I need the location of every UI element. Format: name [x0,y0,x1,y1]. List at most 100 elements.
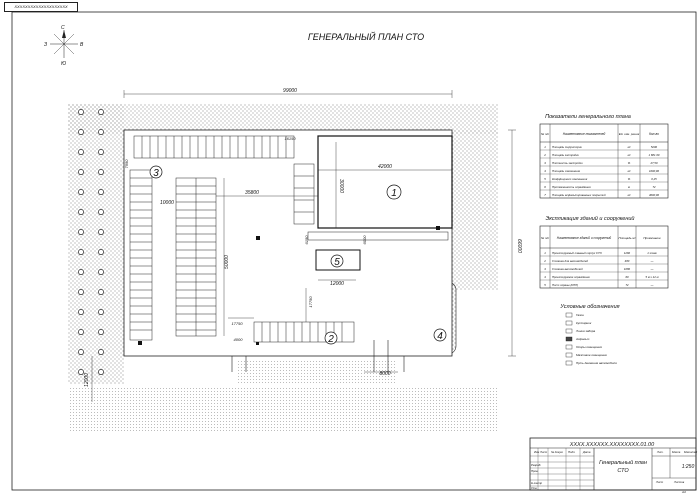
indicator-cell: 1 681 00 [649,153,660,157]
dim-lines [91,90,516,402]
dim-35800: 35800 [245,190,259,196]
legend-symbol [565,336,573,342]
parking-mid [293,163,315,225]
legend-item: Кустарник [576,321,592,325]
indicator-cell: 2 [543,153,546,157]
explication_table-headers-2-text: Площадь м² [619,236,637,240]
scale-value: 1:250 [682,464,695,470]
compass-w: З [44,42,47,48]
dim-12000b: 12000 [84,373,90,387]
parking-double [175,177,217,337]
green-strip-top [68,104,498,134]
indicator-cell: Протяженность ограждения [552,185,591,189]
indicator-cell: 5200 [651,145,658,149]
dim-42000: 42000 [378,164,392,170]
explication-cell: — [650,259,654,263]
explication_table-headers-1-text: Наименование зданий и сооружений [557,236,612,240]
explication-cell: 5 м х 12 м [645,275,658,279]
indicator-cell: 0,25 [651,177,657,181]
building-1 [317,135,453,229]
indicator-cell: Площадь территории [552,145,582,149]
title_block-roles-0-text: Разраб. [531,463,541,467]
doc-code: XXXX.XXXXXX.XXXXXXXX.01.00 [569,442,655,448]
indicator-cell: Площадь асфальтированных покрытий [552,193,606,197]
dim-17750-v: 17750 [308,296,313,308]
explication-cell: 480 [625,259,630,263]
parking-top [133,135,295,159]
indicator-cell: м [628,185,630,189]
legend-item: Асфальт [575,337,590,341]
legend-title: Условные обозначения [559,304,619,310]
explication-cell: 60 [625,275,629,279]
green-strip-right [452,130,498,290]
title_block-col_labels-4-text: Дата [582,450,591,454]
doc-name-2: СТО [617,468,629,474]
indicator-cell: 4 [544,169,546,173]
compass-s: Ю [61,61,66,67]
indicator-cell: м² [628,193,632,197]
legend-symbol [565,320,573,326]
indicators-title: Показатели генерального плана [545,114,631,120]
indicator-cell: 1000,00 [649,169,660,173]
indicators-table: Показатели генерального плана № п/п Наим… [539,114,669,199]
title_block-mass_label-text: Масса [672,450,681,454]
compass-rose: С З В Ю [44,25,84,67]
explication-cell: 4 [544,275,546,279]
indicators_table-headers-2-text: Ед. изм. рения [619,132,640,136]
indicator-cell: 72 [652,185,656,189]
dim-30000: 30000 [338,179,344,193]
legend-item: Опоры освещения [576,345,602,349]
explication-cell: — [650,267,654,271]
legend-item: Газон [576,313,584,317]
indicator-cell: 7 [544,193,546,197]
gate-row [307,231,449,241]
indicator-cell: м² [628,153,632,157]
green-strip-left [68,104,124,384]
explication-cell: 1080 [624,267,631,271]
title_block-roles-2-text: Н.контр [531,481,543,485]
indicators_table-headers-1-text: Наименование показателей [563,132,606,136]
legend-item: Путь движения автомобиля [576,361,617,365]
top-stamp: XXXXXXXXXXXXXXXXXXXX [4,2,78,12]
dim-10000: 10000 [160,200,174,206]
indicator-cell: Площадь озеленения [552,169,580,173]
zone-4-label: 4 [437,331,443,342]
legend-symbol [565,360,573,366]
legend-symbol [565,328,573,334]
title_block-roles-1-text: Пров. [531,469,539,473]
indicators_table-headers-0-text: № п/п [541,132,550,136]
indicator-cell: м² [628,169,632,173]
explication-title: Экспликация зданий и сооружений [545,215,634,222]
dim-50000: 50000 [224,255,230,269]
legend: Условные обозначения ГазонКустарникЛиния… [559,304,620,366]
explication-cell: 5 [544,283,546,287]
parking-bottom [253,321,355,343]
title_block-sheet_label-text: Лист [655,480,664,484]
explication-table: Экспликация зданий и сооружений № п/п На… [539,215,669,289]
explication-cell: Стоянка автомобилей [552,267,583,271]
doc-name-1: Генеральный план [599,459,647,466]
explication-cell: Стоянка для автомобилей [552,259,588,263]
title_block-col_labels-0-text: Изм [534,450,539,454]
dim-12000: 12000 [330,281,344,287]
legend-item: Мачтовое освещение [576,353,607,357]
zone-5-label: 5 [334,257,340,268]
dim-overall-height: 66000 [516,239,522,253]
light-poles [138,226,440,345]
explication-cell: 1 [544,251,546,255]
legend-item: Линия забора [575,329,596,333]
indicator-cell: Площадь застройки [552,153,579,157]
title_block-sheets_label-text: Листов [673,480,685,484]
legend-symbol [565,352,573,358]
title_block-col_labels-3-text: Подп. [568,450,576,454]
compass-e: В [80,42,84,48]
indicator-cell: 5 [544,177,546,181]
explication-cell: Пост охраны (КПП) [552,283,578,287]
title_block-scale_label-text: Масштаб [684,450,697,454]
indicator-cell: 1 [544,145,546,149]
dim-4000: 4000 [234,337,244,342]
zone-3-label: 3 [153,168,159,179]
indicators_table-headers-3-text: Кол-во [649,132,659,136]
trees [78,109,104,375]
